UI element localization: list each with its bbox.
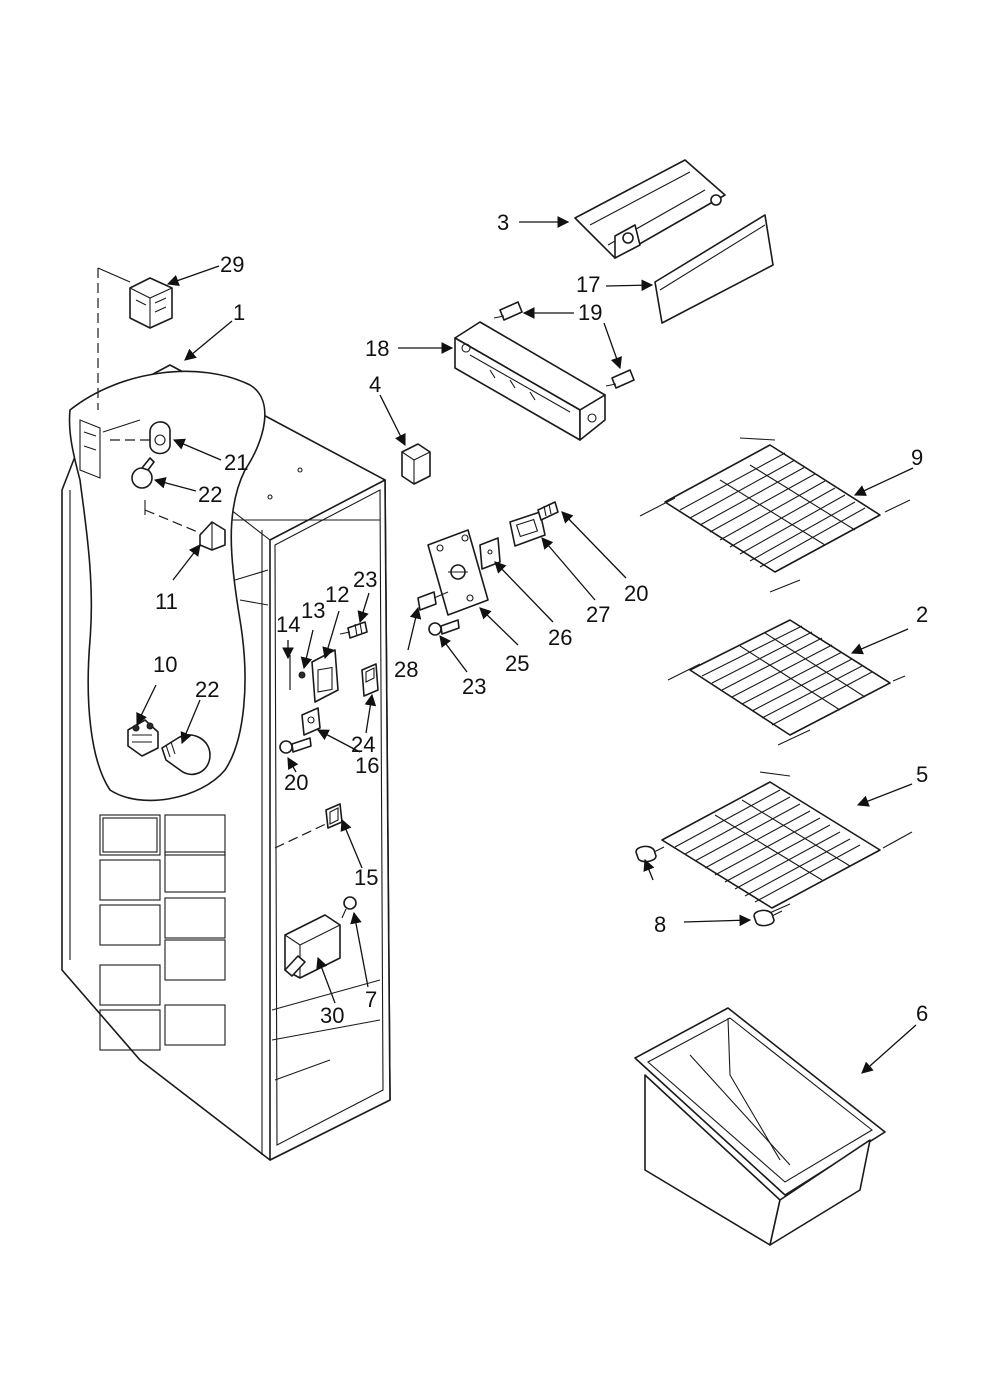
part-27-switch <box>509 511 546 547</box>
callout-14: 14 <box>276 612 300 637</box>
callout-10: 10 <box>153 652 177 677</box>
callout-4: 4 <box>369 372 381 397</box>
part-5-wire-shelf <box>661 771 913 916</box>
part-9-wire-shelf <box>639 437 911 593</box>
callout-16: 16 <box>355 753 379 778</box>
part-22-bulb-upper <box>131 457 155 489</box>
part-3-hinge-cover <box>574 159 726 259</box>
part-23-screw-right <box>428 619 460 636</box>
part-13-screw <box>298 671 306 679</box>
callout-23-right: 23 <box>462 674 486 699</box>
part-24-bracket <box>361 663 379 697</box>
part-4-clip <box>401 443 431 485</box>
callout-29: 29 <box>220 252 244 277</box>
part-17-panel <box>654 214 774 324</box>
part-8-end-cap-right <box>753 909 783 927</box>
part-28-screw <box>417 591 449 611</box>
part-11-clip <box>144 500 226 551</box>
callout-26: 26 <box>548 625 572 650</box>
part-25-control-bracket <box>427 529 489 616</box>
callout-28: 28 <box>394 657 418 682</box>
part-20-screw-right <box>537 501 559 521</box>
leader-lines <box>136 216 917 1074</box>
callout-13: 13 <box>301 598 325 623</box>
part-16-thermostat <box>301 707 321 736</box>
callout-22-upper: 22 <box>198 482 222 507</box>
callout-9: 9 <box>911 445 923 470</box>
callout-23-left: 23 <box>353 567 377 592</box>
callout-12: 12 <box>325 582 349 607</box>
callout-30: 30 <box>320 1003 344 1028</box>
callout-15: 15 <box>354 865 378 890</box>
callout-25: 25 <box>505 651 529 676</box>
callout-19: 19 <box>578 300 602 325</box>
cabinet-liner <box>61 364 391 1161</box>
part-19-screw-upper <box>493 301 523 321</box>
callout-18: 18 <box>365 336 389 361</box>
part-8-end-cap-left <box>635 845 665 863</box>
part-21-lamp-socket <box>110 421 171 455</box>
callout-21: 21 <box>224 450 248 475</box>
callout-5: 5 <box>916 762 928 787</box>
callout-6: 6 <box>916 1001 928 1026</box>
callout-1: 1 <box>233 300 245 325</box>
callout-2: 2 <box>916 602 928 627</box>
callout-24: 24 <box>351 732 375 757</box>
part-6-storage-bin <box>634 1007 886 1246</box>
callout-11: 11 <box>155 589 178 614</box>
callout-20-right: 20 <box>624 581 648 606</box>
part-20-screw-left <box>279 737 312 754</box>
callout-17: 17 <box>576 272 600 297</box>
callout-labels: 29 1 21 22 11 10 22 23 12 13 14 24 16 20… <box>153 210 928 1028</box>
callout-22-lower: 22 <box>195 677 219 702</box>
part-7-screw <box>341 896 357 919</box>
callout-3: 3 <box>497 210 509 235</box>
callout-8: 8 <box>654 912 666 937</box>
part-2-wire-shelf <box>667 619 906 746</box>
callout-7: 7 <box>365 987 377 1012</box>
assembly-line-29-top <box>97 267 131 283</box>
part-29-connector <box>129 277 173 329</box>
part-18-housing <box>454 321 606 441</box>
part-19-screw-lower <box>605 369 635 389</box>
part-23-screw-left <box>339 621 368 639</box>
callout-20-left: 20 <box>284 770 308 795</box>
callout-27: 27 <box>586 602 610 627</box>
